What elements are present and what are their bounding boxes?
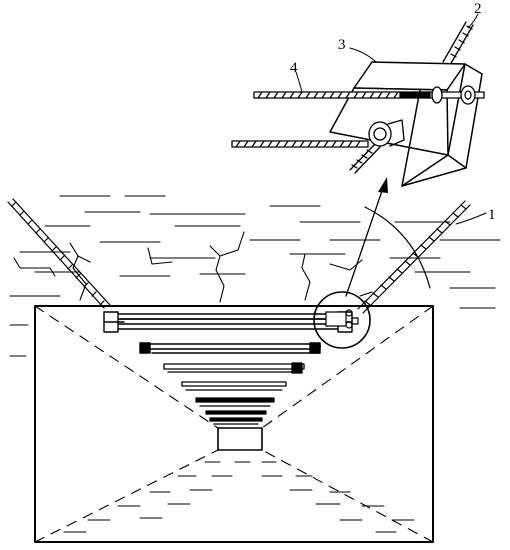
tunnel-far-face bbox=[217, 427, 263, 451]
floor-texture bbox=[63, 461, 415, 533]
rod-2 bbox=[442, 21, 474, 66]
detail-circle bbox=[313, 291, 371, 349]
rod-4 bbox=[253, 85, 485, 105]
callout-label-1: 1 bbox=[488, 207, 496, 223]
lower-rod bbox=[231, 140, 369, 148]
detail-arrow-head bbox=[378, 177, 388, 193]
rock-cracks bbox=[13, 231, 373, 303]
detail-view bbox=[231, 21, 485, 187]
callout-label-2: 2 bbox=[474, 1, 482, 17]
tunnel-cross-section bbox=[34, 305, 434, 543]
perspective-lines bbox=[34, 305, 434, 543]
anchor-rod-left bbox=[7, 198, 111, 309]
leader-2 bbox=[467, 13, 479, 29]
anchor-rod-right bbox=[357, 200, 471, 314]
callout-leaders bbox=[295, 13, 487, 225]
support-bar-4 bbox=[181, 381, 287, 391]
support-bar-6 bbox=[205, 410, 267, 425]
support-bar-5 bbox=[195, 397, 275, 407]
detail-arrow-line bbox=[345, 187, 384, 297]
callout-label-4: 4 bbox=[290, 60, 298, 76]
support-bar-3 bbox=[163, 362, 305, 374]
leader-1 bbox=[455, 212, 487, 225]
bolt-nut bbox=[349, 119, 405, 174]
support-bar-2 bbox=[139, 342, 321, 354]
sweep-arc bbox=[364, 206, 431, 289]
tunnel-outline bbox=[34, 305, 434, 543]
right-connection-detail bbox=[325, 309, 359, 329]
leader-4 bbox=[295, 71, 303, 93]
callout-label-3: 3 bbox=[338, 37, 346, 53]
leader-3 bbox=[349, 47, 377, 63]
